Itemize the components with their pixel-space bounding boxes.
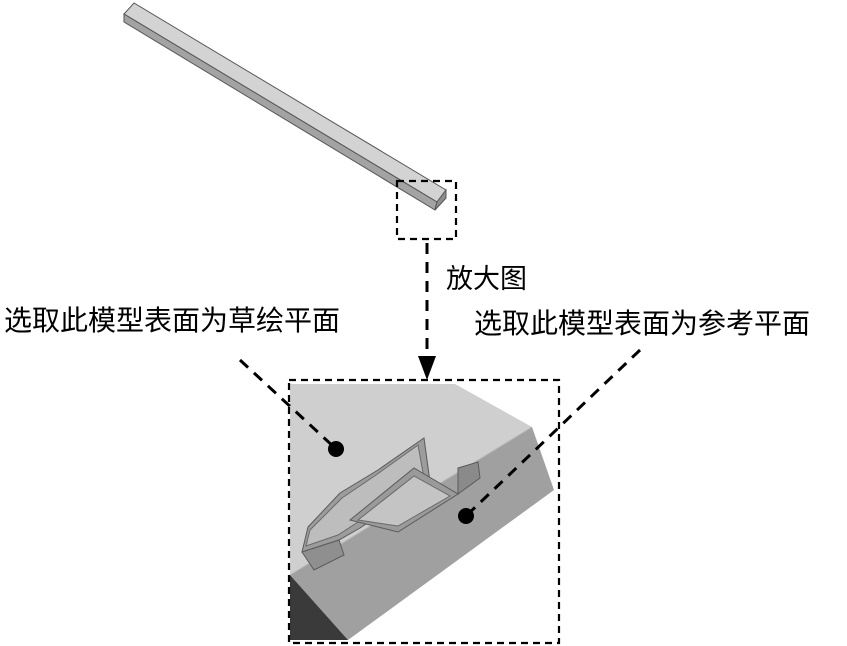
- leader-sketch-plane: [238, 358, 344, 457]
- zoom-source-box: [395, 179, 458, 241]
- sketch-plane-label: 选取此模型表面为草绘平面: [4, 304, 341, 337]
- zoom-view-box: [287, 378, 561, 645]
- channel-feature: [301, 437, 481, 571]
- side-face: [290, 427, 554, 640]
- zoom-arrow: [418, 243, 436, 380]
- leader-reference-plane: [458, 348, 642, 524]
- enlarged-model: [289, 384, 554, 640]
- reference-plane-label: 选取此模型表面为参考平面: [474, 307, 811, 340]
- zoom-label: 放大图: [446, 264, 527, 295]
- bar-model: [123, 2, 447, 211]
- dark-face: [290, 575, 348, 640]
